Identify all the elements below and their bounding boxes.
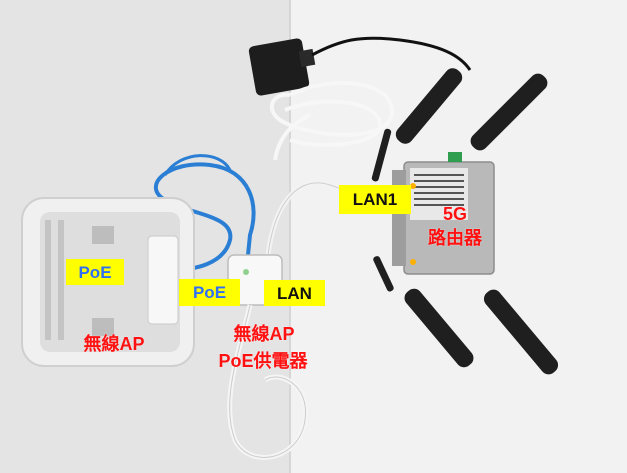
poe-injector-label: PoE: [179, 279, 240, 306]
router-label-line2: 路由器: [428, 228, 482, 248]
injector-label-line1: 無線AP: [233, 324, 295, 344]
router-label-line1: 5G: [442, 204, 467, 224]
power-adapter: [248, 36, 472, 96]
lan1-label: LAN1: [339, 185, 411, 214]
poe-ap-label: PoE: [66, 259, 124, 285]
router-antennas: [371, 68, 559, 375]
5g-router-device: [392, 152, 495, 275]
white-cable-coil: [269, 81, 395, 161]
ap-name-label: 無線AP: [83, 334, 145, 354]
lan-label: LAN: [264, 280, 325, 306]
injector-label-line2: PoE供電器: [218, 351, 308, 371]
